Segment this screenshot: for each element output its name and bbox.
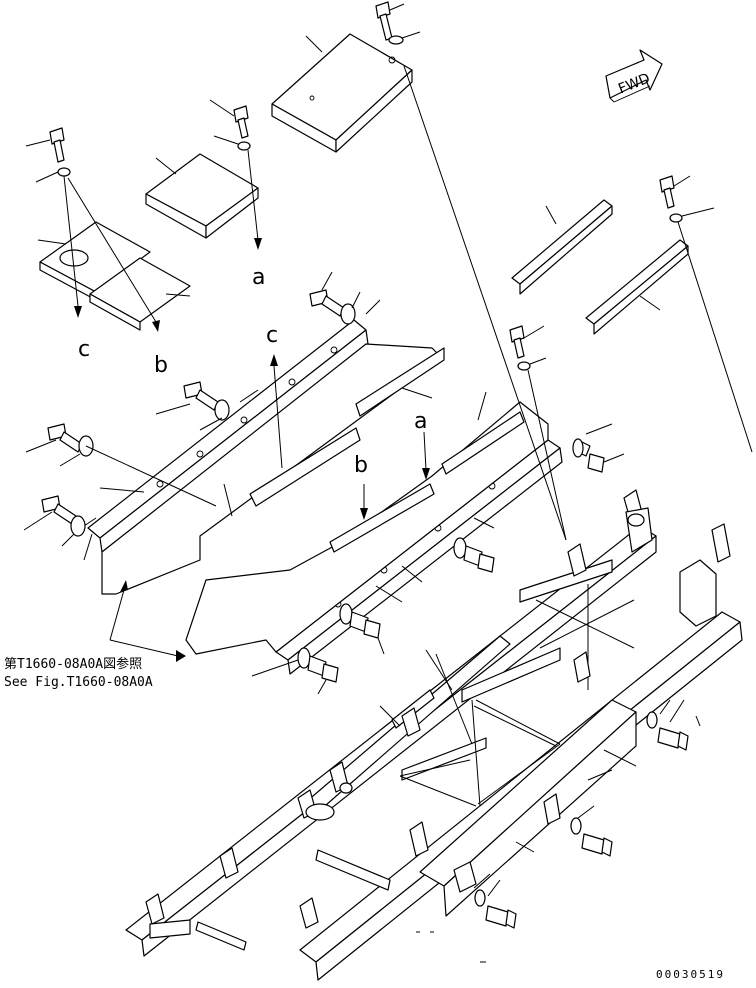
arrow-head <box>176 650 186 662</box>
leader-line <box>109 639 179 657</box>
leader-line <box>99 487 145 493</box>
leader-line <box>85 445 217 507</box>
bolt-icon <box>375 1 405 41</box>
forward-arrow-icon: FWD <box>605 49 663 103</box>
bolt-icon <box>209 99 249 139</box>
arrow-head <box>254 238 262 250</box>
upper-cover-plate <box>145 153 259 239</box>
guide-rail-upper <box>87 319 369 553</box>
callout-b-upper: b <box>154 353 168 378</box>
bolt-icon <box>473 873 517 929</box>
leader-line <box>109 589 125 641</box>
bolt-icon <box>25 423 94 467</box>
rail-cover-plate <box>77 343 445 595</box>
arrow-head <box>74 306 82 318</box>
bolt-icon <box>23 495 93 561</box>
angle-bracket <box>511 199 613 295</box>
figure-id: 00030519 <box>656 968 725 981</box>
reference-jp: 第T1660-08A0A図参照 <box>4 656 142 672</box>
washer-icon <box>35 167 71 183</box>
reference-en: See Fig.T1660-08A0A <box>4 675 153 690</box>
rail-cover-plate <box>185 391 549 655</box>
washer-icon <box>388 31 421 45</box>
bolt-icon <box>572 423 625 473</box>
callout-a-upper: a <box>252 265 265 290</box>
callout-a-lower: a <box>414 409 427 434</box>
leader-line <box>423 431 427 471</box>
top-cover-plate <box>271 33 413 153</box>
callout-b-lower: b <box>354 453 368 478</box>
washer-icon <box>517 357 547 371</box>
leader-line <box>63 175 79 307</box>
arrow-head <box>422 468 430 480</box>
bolt-icon <box>25 127 65 163</box>
bolt-icon <box>570 805 613 857</box>
frame-bracket <box>145 489 731 939</box>
callout-c-lower: c <box>266 323 278 348</box>
bolt-icon <box>453 537 495 573</box>
bolt-icon <box>646 699 689 751</box>
bolt-icon <box>509 325 545 359</box>
leader-line <box>695 715 701 727</box>
bolt-icon <box>251 647 339 695</box>
plate-icon <box>89 257 191 331</box>
arrow-head <box>270 354 278 366</box>
washer-icon <box>669 207 715 223</box>
leader-line <box>677 221 753 453</box>
bolt-icon <box>659 175 691 209</box>
leader-line <box>273 365 283 469</box>
bolt-icon <box>339 603 385 655</box>
arrow-head <box>360 508 368 520</box>
leader-line <box>527 369 567 541</box>
leader-line <box>247 149 259 241</box>
callout-c-upper: c <box>78 337 90 362</box>
leader-line <box>403 65 567 541</box>
washer-icon <box>213 135 251 151</box>
angle-bracket <box>585 239 689 335</box>
arrow-head <box>152 320 160 332</box>
arrow-head <box>120 580 128 592</box>
bolt-icon <box>155 381 259 431</box>
leader-line <box>67 177 157 323</box>
bolt-icon <box>309 271 381 325</box>
